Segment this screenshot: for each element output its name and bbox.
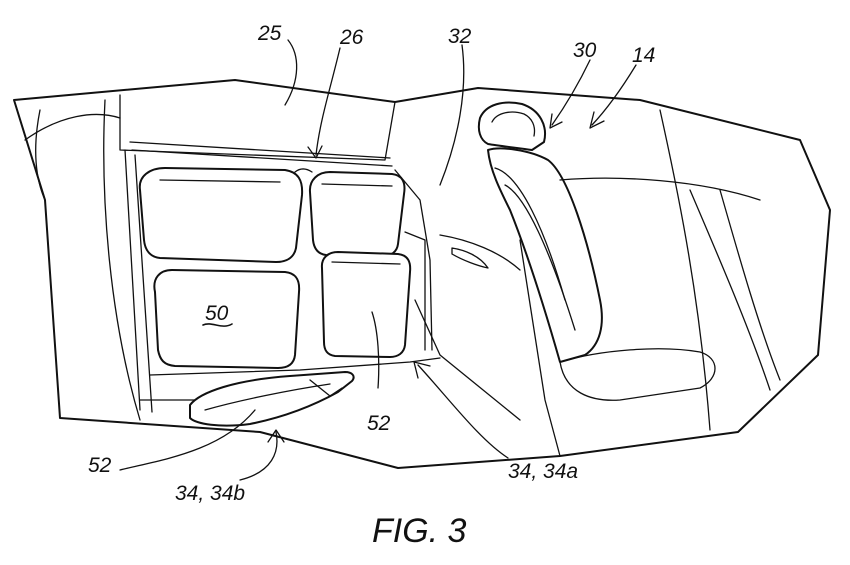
front-seat-headrest (479, 103, 545, 150)
figure-caption: FIG. 3 (372, 512, 467, 550)
leader-30 (552, 60, 590, 125)
left-door-line-a (104, 100, 140, 420)
leader-32 (440, 45, 464, 185)
dash-line (560, 178, 760, 200)
ref-30: 30 (573, 39, 597, 62)
right-door-line (660, 110, 710, 430)
ref-14: 14 (632, 44, 655, 67)
leader-14 (592, 65, 636, 125)
leader-34a (418, 365, 508, 458)
ref-25: 25 (257, 22, 282, 45)
leader-34b (240, 432, 277, 480)
headrest-bridge (295, 169, 312, 172)
ref-26: 26 (339, 26, 364, 49)
front-seat-cushion (560, 349, 715, 400)
seat-back-panel-52 (322, 252, 410, 357)
ref-34-34a: 34, 34a (508, 460, 578, 483)
roof-edge-2 (132, 150, 392, 166)
leader-25 (285, 40, 297, 105)
arrow-30 (550, 114, 562, 128)
ref-50: 50 (205, 302, 229, 325)
ref-52-center: 52 (367, 412, 391, 435)
right-door-line-2 (720, 190, 780, 380)
ref-52-left: 52 (88, 454, 112, 477)
tray-34b (190, 372, 354, 426)
ref-32: 32 (448, 25, 472, 48)
left-pillar-arc (25, 114, 120, 140)
door-handle (452, 248, 488, 268)
arrow-26 (308, 146, 322, 158)
front-seat-backrest (488, 148, 602, 362)
left-pillar (36, 110, 45, 200)
right-door-line-3 (690, 190, 770, 390)
leader-26 (316, 48, 340, 155)
ref-34-34b: 34, 34b (175, 482, 245, 505)
